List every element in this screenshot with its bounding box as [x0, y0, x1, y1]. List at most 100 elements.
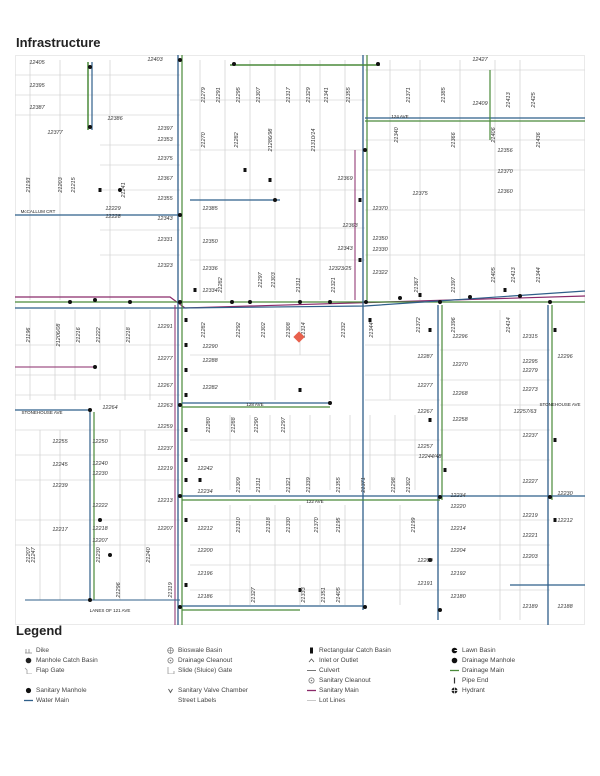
address-label: 12288	[202, 358, 218, 364]
address-label-vertical: 21193	[26, 177, 32, 194]
address-label-vertical: 21303	[271, 271, 277, 288]
address-label-vertical: 21311	[256, 478, 262, 494]
address-label: 12189	[522, 604, 537, 610]
drainage-manhole-icon	[450, 657, 459, 664]
address-label-vertical: 21216	[76, 326, 82, 343]
sanitary-manhole-icon	[178, 213, 182, 217]
address-label-vertical: 21302	[406, 477, 412, 493]
address-label: 12191	[417, 581, 432, 587]
bioswale-basin-icon	[166, 647, 175, 654]
address-label: 12290	[202, 344, 218, 350]
address-label-vertical: 21317	[286, 86, 292, 103]
sanitary-manhole-icon	[178, 605, 182, 609]
address-label: 12267	[157, 383, 173, 389]
sanitary-manhole-icon	[398, 296, 402, 300]
sanitary-manhole-icon	[108, 553, 112, 557]
sanitary-manhole-icon	[178, 58, 182, 62]
sanitary-manhole-icon	[364, 300, 368, 304]
address-label: 12219	[157, 466, 172, 472]
legend-item: Rectangular Catch Basin	[307, 647, 391, 654]
address-label: 12353	[157, 137, 173, 143]
address-label: 12250	[92, 439, 108, 445]
address-label-vertical: 21414	[506, 317, 512, 333]
legend-item: Manhole Catch Basin	[24, 657, 98, 664]
address-label: 12405	[29, 60, 45, 66]
address-label: 12277	[417, 383, 433, 389]
sanitary-manhole-icon	[438, 300, 442, 304]
sanitary-manhole-icon	[548, 495, 552, 499]
address-label: 12386	[107, 116, 123, 122]
address-label-vertical: 21330	[286, 516, 292, 533]
catch-basin-icon	[184, 478, 188, 482]
lawn-basin-icon	[450, 647, 459, 654]
address-label-vertical: 21240	[146, 546, 152, 563]
address-label-vertical: 21295	[236, 86, 242, 103]
subject-property-marker[interactable]	[293, 331, 305, 343]
address-label-vertical: 21297	[258, 271, 264, 288]
address-label: 12200	[417, 558, 433, 564]
legend-item: Sanitary Manhole	[24, 687, 87, 694]
sanitary-main-icon	[307, 687, 316, 694]
address-label: 12229	[105, 206, 120, 212]
address-label-vertical: 21288	[231, 416, 237, 433]
legend-label: Culvert	[319, 667, 340, 674]
legend-item: Lawn Basin	[450, 647, 496, 654]
street-label: 128 AVE	[246, 402, 263, 407]
address-label-vertical: 21355	[336, 476, 342, 493]
address-label-vertical: 21371	[406, 87, 412, 103]
infrastructure-map[interactable]: 1240312405123951238712386123771239712353…	[15, 55, 585, 625]
address-label-vertical: 21297	[281, 416, 287, 433]
slide-gate-icon	[166, 667, 175, 675]
address-label-vertical: 21206/08	[56, 323, 62, 348]
address-label-vertical: 21396	[451, 316, 457, 333]
address-label-vertical: 21280	[206, 416, 212, 433]
sanitary-manhole-icon	[93, 298, 97, 302]
street-label: 124 AVE	[391, 114, 408, 119]
legend-item: Street Labels	[166, 697, 216, 704]
address-label: 12323	[157, 263, 173, 269]
address-label-vertical: 21344	[536, 267, 542, 283]
address-label-vertical: 21292	[236, 322, 242, 338]
street-label: McCALLUM CRT	[21, 209, 56, 214]
blank-icon	[166, 697, 175, 704]
catch-basin-icon	[184, 458, 188, 462]
address-label: 12237	[522, 433, 538, 439]
address-label-vertical: 21286/98	[268, 128, 274, 153]
sanitary-manhole-icon	[178, 403, 182, 407]
sanitary-manhole-icon	[178, 300, 182, 304]
legend-label: Bioswale Basin	[178, 647, 223, 654]
address-label: 12395	[29, 83, 45, 89]
street-label: LANES OF 121 AVE	[90, 608, 131, 613]
address-label-vertical: 21270	[201, 131, 207, 148]
address-label: 12239	[52, 483, 67, 489]
address-label: 12203	[522, 554, 538, 560]
legend-label: Drainage Manhole	[462, 657, 516, 664]
sanitary-manhole-icon	[328, 401, 332, 405]
catch-basin-icon	[298, 388, 302, 392]
rectangular-catch-basin-icon	[307, 647, 316, 654]
address-label-vertical: 21203	[58, 176, 64, 193]
address-label: 12257/63	[514, 409, 538, 415]
address-label: 12385	[202, 206, 218, 212]
sanitary-manhole-icon	[273, 198, 277, 202]
address-labels: 1240312405123951238712386123771239712353…	[29, 57, 573, 610]
address-label: 12315	[522, 334, 538, 340]
legend-label: Sanitary Valve Chamber	[178, 687, 248, 694]
address-label-vertical: 21195	[336, 517, 342, 534]
legend-label: Drainage Main	[462, 667, 505, 674]
address-label: 12369	[337, 176, 352, 182]
address-label: 12334	[202, 288, 217, 294]
sanitary-manhole-icon	[328, 300, 332, 304]
address-label: 12230	[557, 491, 573, 497]
legend-item: Lot Lines	[307, 697, 345, 704]
address-label: 12322	[372, 270, 387, 276]
address-label-vertical: 21196	[26, 327, 32, 344]
street-label: STONEHOUSE AVE	[539, 402, 580, 407]
pipe-end-icon	[450, 677, 459, 684]
address-label-vertical: 21215	[71, 176, 77, 193]
address-label: 12296	[452, 334, 468, 340]
sanitary-manhole-icon	[428, 558, 432, 562]
address-label-vertical: 21351	[321, 587, 327, 603]
address-label: 12245	[52, 462, 68, 468]
